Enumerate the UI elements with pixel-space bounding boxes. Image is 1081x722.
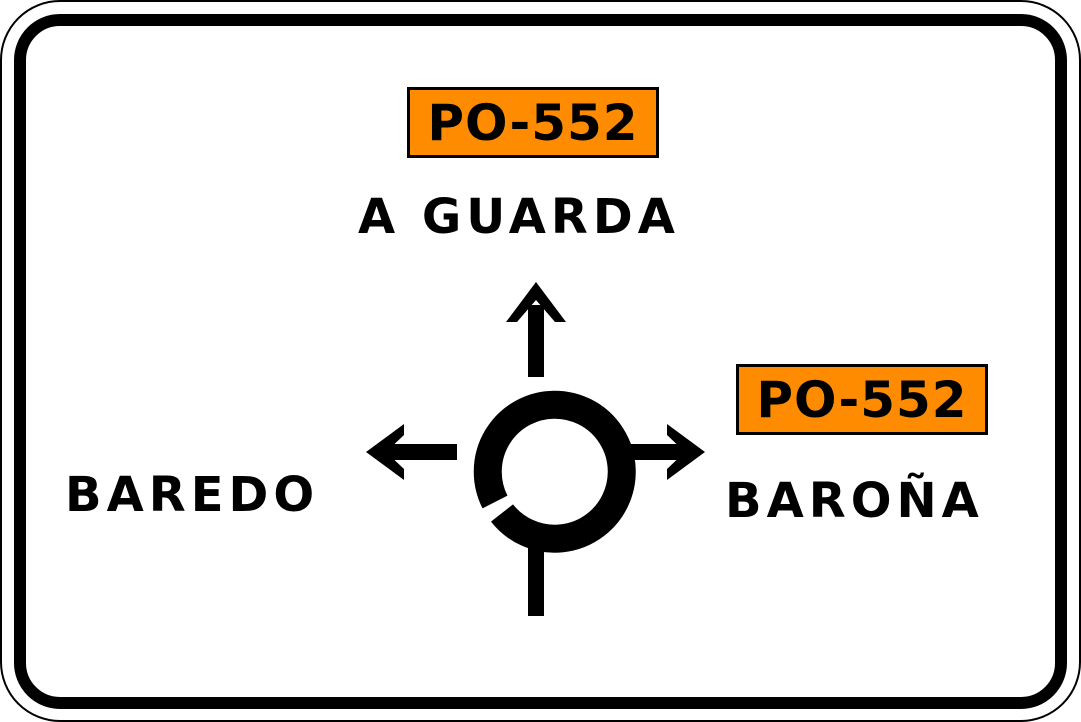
destination-left: BAREDO	[65, 467, 320, 523]
entry-road	[528, 530, 544, 616]
destination-top: A GUARDA	[358, 189, 680, 245]
exit-up-stem	[528, 305, 544, 377]
route-plate-right: PO-552	[736, 364, 988, 435]
arrow-left-icon	[366, 424, 404, 480]
route-plate-top: PO-552	[407, 87, 659, 158]
roundabout-ring	[473, 390, 636, 553]
route-plate-right-label: PO-552	[756, 370, 968, 429]
destination-right: BAROÑA	[725, 473, 984, 529]
exit-right-stem	[615, 444, 687, 460]
route-plate-top-label: PO-552	[427, 93, 639, 152]
arrow-up-icon	[506, 282, 566, 322]
arrow-right-icon	[667, 424, 705, 480]
exit-left-stem	[382, 444, 457, 460]
